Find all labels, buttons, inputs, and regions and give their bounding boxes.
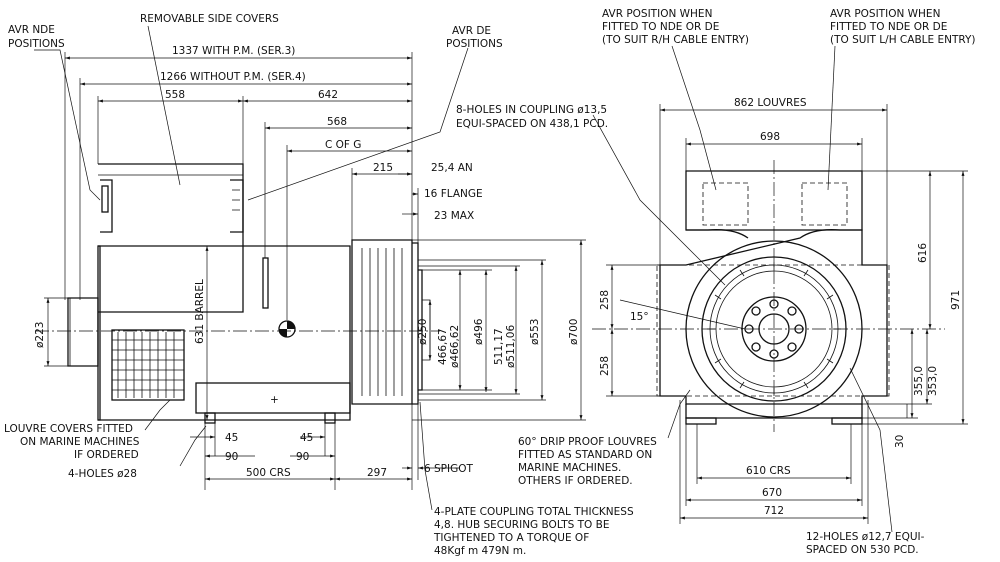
dia-250: ø250	[417, 319, 429, 345]
dia-466-a: 466,67	[437, 328, 449, 365]
dia-553: ø553	[529, 319, 541, 345]
dim-258-a: 258	[599, 290, 611, 310]
dim-642: 642	[318, 89, 338, 101]
drip-proof-label-3: MARINE MACHINES.	[518, 462, 621, 474]
louvre-covers-label-3: IF ORDERED	[74, 449, 139, 461]
dia-466-b: ø466,62	[449, 325, 461, 368]
end-frame	[659, 229, 888, 405]
dia-223: ø223	[34, 322, 46, 348]
dim-45-b: 45	[300, 432, 313, 444]
dim-23: 23 MAX	[434, 210, 474, 222]
plate-coupling-label-3: TIGHTENED TO A TORQUE OF	[433, 532, 589, 544]
avr-de-label: AVR DE	[452, 25, 491, 37]
dim-45-a: 45	[225, 432, 238, 444]
avr-de-bracket	[230, 179, 244, 233]
dim-6-spigot: 6 SPIGOT	[424, 463, 474, 475]
terminal-box	[98, 163, 244, 313]
end-view-dimensions	[606, 45, 968, 533]
dim-90-a: 90	[225, 451, 238, 463]
avr-left-label-3: (TO SUIT L/H CABLE ENTRY)	[830, 34, 976, 46]
dim-297: 297	[367, 467, 387, 479]
drip-proof-label-4: OTHERS IF ORDERED.	[518, 475, 633, 487]
svg-text:+: +	[270, 394, 279, 406]
avr-left-label-2: FITTED TO NDE OR DE	[830, 21, 947, 33]
avr-right-label-2: FITTED TO NDE OR DE	[602, 21, 719, 33]
avr-left-label: AVR POSITION WHEN	[830, 8, 940, 20]
dim-558: 558	[165, 89, 185, 101]
plate-coupling-label: 4-PLATE COUPLING TOTAL THICKNESS	[434, 506, 634, 518]
drip-proof-label: 60° DRIP PROOF LOUVRES	[518, 436, 657, 448]
plate-coupling-label-2: 4,8. HUB SECURING BOLTS TO BE	[434, 519, 610, 531]
holes-foot-label: 4-HOLES ø28	[68, 468, 137, 480]
side-view-dimensions	[34, 25, 726, 511]
removable-covers-label: REMOVABLE SIDE COVERS	[140, 13, 279, 25]
coupling-holes	[744, 299, 804, 359]
drip-proof-label-2: FITTED AS STANDARD ON	[518, 449, 652, 461]
dim-971: 971	[950, 290, 962, 310]
dim-616: 616	[917, 243, 929, 263]
end-base	[685, 404, 863, 419]
side-view: +	[35, 163, 440, 424]
dia-511-b: ø511,06	[505, 325, 517, 368]
frame-nde-end	[97, 245, 101, 421]
end-view	[592, 160, 945, 432]
frame-barrel	[98, 245, 351, 421]
louvre-block	[111, 329, 185, 401]
dim-353: 353,0	[927, 366, 939, 396]
side-cover-slot	[262, 257, 269, 309]
dim-25-4: 25,4 AN	[431, 162, 473, 174]
avr-position-left	[801, 182, 848, 226]
dim-712: 712	[764, 505, 784, 517]
c-of-g-symbol	[278, 320, 296, 338]
barrel-label: 631 BARREL	[194, 279, 206, 344]
avr-nde-bracket	[100, 179, 113, 233]
plate-coupling-label-4: 48Kgf m 479N m.	[434, 545, 526, 557]
dim-698: 698	[760, 131, 780, 143]
nde-bearing-cap	[67, 297, 99, 367]
avr-nde-label: AVR NDE	[8, 24, 55, 36]
avr-nde-label-2: POSITIONS	[8, 38, 65, 50]
louvre-covers-label-2: ON MARINE MACHINES	[20, 436, 140, 448]
dia-496: ø496	[473, 318, 485, 345]
dim-90-b: 90	[296, 451, 309, 463]
drawing-annotations: AVR NDE POSITIONS REMOVABLE SIDE COVERS …	[4, 8, 976, 557]
dia-511-a: 511,17	[493, 328, 505, 365]
holes-12-label-2: SPACED ON 530 PCD.	[806, 544, 919, 556]
louvre-covers-label: LOUVRE COVERS FITTED	[4, 423, 133, 435]
dia-700: ø700	[568, 319, 580, 345]
dim-16: 16 FLANGE	[424, 188, 483, 200]
dim-610: 610 CRS	[746, 465, 791, 477]
c-of-g-label: C OF G	[325, 139, 361, 151]
avr-right-label: AVR POSITION WHEN	[602, 8, 712, 20]
dim-862: 862 LOUVRES	[734, 97, 807, 109]
avr-right-label-3: (TO SUIT R/H CABLE ENTRY)	[602, 34, 749, 46]
avr-de-label-2: POSITIONS	[446, 38, 503, 50]
holes-coupling-label-2: EQUI-SPACED ON 438,1 PCD.	[456, 118, 608, 130]
shaft-bore	[758, 313, 790, 345]
dim-30: 30	[894, 435, 906, 448]
holes-coupling-label: 8-HOLES IN COUPLING ø13,5	[456, 104, 607, 116]
holes-12-label: 12-HOLES ø12,7 EQUI-	[806, 531, 925, 543]
dim-1337: 1337 WITH P.M. (SER.3)	[172, 45, 295, 57]
de-adaptor	[351, 239, 413, 405]
avr-position-right	[702, 182, 749, 226]
dim-500: 500 CRS	[246, 467, 291, 479]
dim-1266: 1266 WITHOUT P.M. (SER.4)	[160, 71, 306, 83]
dim-355: 355,0	[913, 366, 925, 396]
dim-670: 670	[762, 487, 782, 499]
angle-15: 15°	[630, 311, 649, 323]
dim-258-b: 258	[599, 356, 611, 376]
adaptor-outer-circle	[685, 240, 863, 418]
dim-568: 568	[327, 116, 347, 128]
coupling-circle	[701, 256, 847, 402]
dim-215: 215	[373, 162, 393, 174]
